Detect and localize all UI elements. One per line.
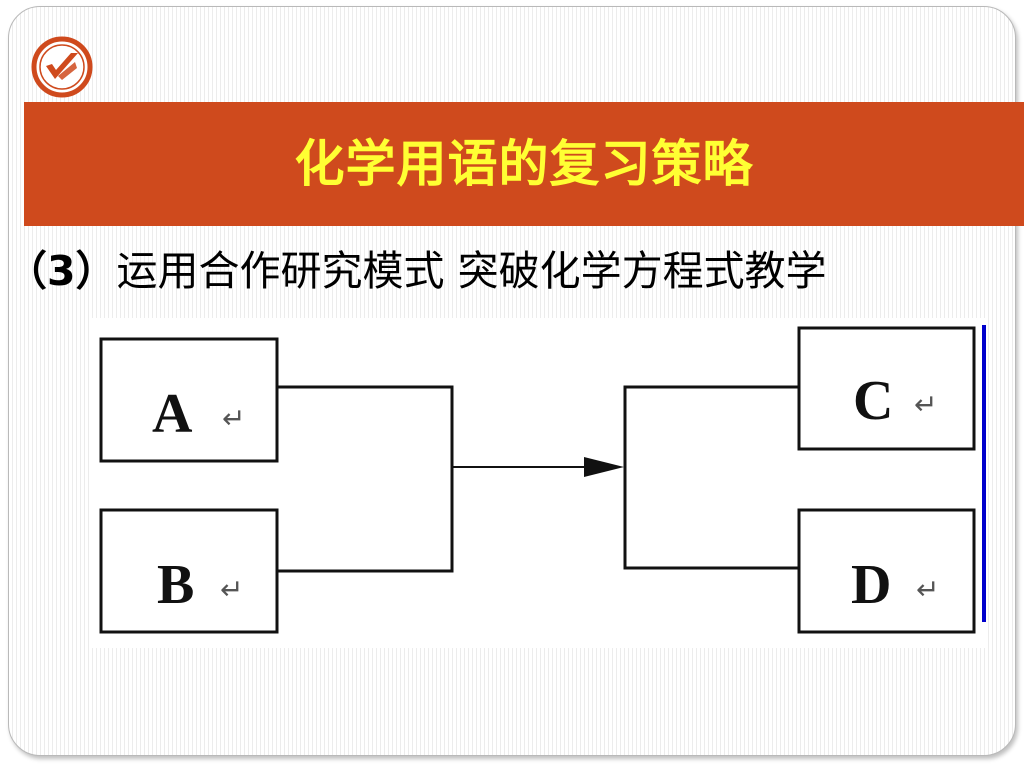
slide-title: 化学用语的复习策略 [294, 135, 754, 193]
box-d-return-mark: ↵ [916, 573, 939, 606]
box-d-label: D [851, 554, 891, 616]
box-b-label: B [157, 554, 194, 616]
slide-subtitle: （3）运用合作研究模式 突破化学方程式教学 [6, 241, 1021, 301]
left-bracket [277, 385, 454, 573]
subtitle-number: （3） [6, 247, 117, 295]
right-bracket [623, 385, 799, 570]
box-b-return-mark: ↵ [220, 573, 243, 606]
box-a-label: A [152, 383, 193, 445]
box-a [99, 337, 279, 463]
subtitle-text: 运用合作研究模式 突破化学方程式教学 [116, 247, 827, 295]
box-c-label: C [853, 370, 893, 432]
box-d [797, 508, 976, 634]
logo-emblem-icon [31, 36, 93, 98]
box-c-return-mark: ↵ [914, 388, 937, 421]
box-a-return-mark: ↵ [222, 402, 245, 435]
reaction-arrowhead-icon [584, 457, 624, 477]
box-c [797, 326, 976, 451]
title-bar: 化学用语的复习策略 [24, 102, 1024, 226]
